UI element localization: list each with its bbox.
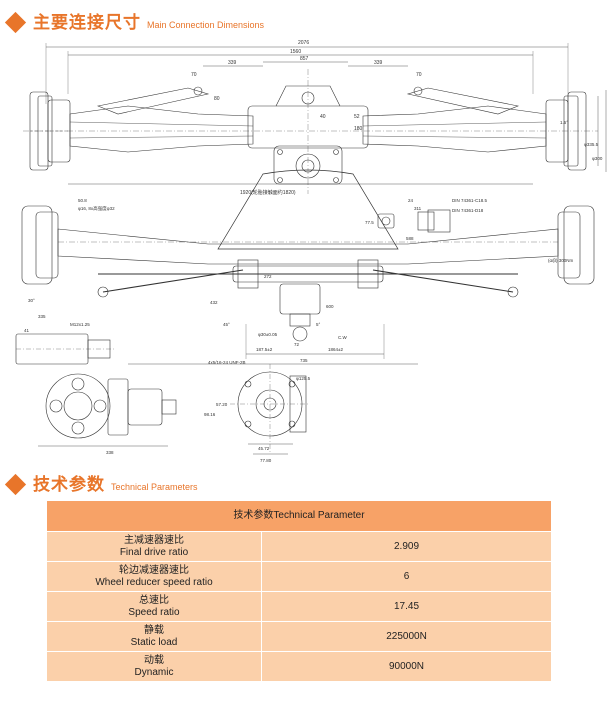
dim-338: 338 — [106, 450, 114, 455]
dim-4572: 45.72 — [258, 446, 270, 451]
input-flange-side-view: 335 M12x1.25 41 338 — [15, 314, 177, 455]
dim-5deg: 5° — [316, 322, 321, 327]
dim-7780: 77.80 — [260, 458, 272, 463]
din-1: DIN 74361-C18.5 — [452, 198, 488, 203]
dim-9816: 98.16 — [204, 412, 216, 417]
dim-72: 72 — [294, 342, 300, 347]
torque-note: (α/β) 300Nm — [548, 258, 573, 263]
dim-339-right: 339 — [374, 60, 383, 66]
dim-30deg: 30° — [28, 298, 35, 303]
param-value: 17.45 — [261, 591, 552, 622]
param-value: 2.909 — [261, 531, 552, 562]
table-header-row: 技术参数Technical Parameter — [46, 500, 552, 532]
companion-flange-view: 4x5/16-24 UNF-2B φ125.5 57.20 98.16 45.7… — [204, 360, 311, 463]
dim-40: 40 — [320, 114, 326, 120]
dim-45deg: 45° — [223, 322, 230, 327]
dim-angle-15: 1.5° — [560, 120, 568, 125]
dim-41: 41 — [24, 328, 30, 333]
diamond-bullet-icon — [4, 473, 27, 496]
dim-24: 24 — [408, 198, 414, 203]
dim-432: 432 — [210, 300, 218, 305]
axle-technical-drawing: 2076 1560 857 339 339 70 70 80 40 52 180… — [15, 40, 607, 463]
dim-508: 50.8 — [78, 198, 87, 203]
section-heading-parameters: 技术参数 Technical Parameters — [4, 470, 198, 496]
dim-70-left: 70 — [191, 72, 197, 78]
param-value: 90000N — [261, 651, 552, 682]
dim-735: 735 — [300, 358, 308, 363]
dim-dia-335: φ335.5 — [584, 142, 599, 147]
dim-70-right: 70 — [416, 72, 422, 78]
diamond-bullet-icon — [4, 11, 27, 34]
dim-shaft-dia: φ30±0.05 — [258, 332, 278, 337]
dim-272: 272 — [264, 274, 272, 279]
param-value: 225000N — [261, 621, 552, 652]
dim-180: 180 — [354, 126, 363, 132]
section-title-en: Main Connection Dimensions — [147, 20, 265, 30]
din-2: DIN 74361-D18 — [452, 208, 484, 213]
bolt-4x5: 4x5/16-24 UNF-2B — [208, 360, 246, 365]
dim-1864: 1864±2 — [328, 347, 343, 352]
section-title-en: Technical Parameters — [111, 482, 198, 492]
bolt-note: φ16, 8x高强度φ32 — [78, 205, 115, 212]
section-heading-dimensions: 主要连接尺寸 Main Connection Dimensions — [4, 8, 265, 34]
dim-52: 52 — [354, 114, 360, 120]
rotation-cw: C.W — [338, 335, 348, 340]
dim-track: 1560 — [290, 49, 301, 55]
dim-335: 335 — [38, 314, 46, 319]
dim-overall: 2076 — [298, 40, 309, 46]
table-header: 技术参数Technical Parameter — [46, 500, 552, 532]
dim-1875: 187.5±2 — [256, 347, 273, 352]
dim-600: 600 — [326, 304, 334, 309]
dim-339-left: 339 — [228, 60, 237, 66]
dim-588: 588 — [406, 236, 414, 241]
dim-77: 77.5 — [365, 220, 374, 225]
param-value: 6 — [261, 561, 552, 592]
dim-1255: φ125.5 — [296, 376, 311, 381]
dim-80: 80 — [214, 96, 220, 102]
dim-311: 311 — [414, 206, 422, 211]
flange-note: 1920(轮胎接触面约1820) — [240, 189, 296, 196]
section-title-zh: 技术参数 — [33, 475, 105, 495]
section-title-zh: 主要连接尺寸 — [33, 13, 141, 33]
axle-front-view: 24 311 77.5 588 DIN 74361-C18.5 DIN 7436… — [21, 169, 595, 365]
dim-5720: 57.20 — [216, 402, 228, 407]
thread-m12: M12x1.25 — [70, 322, 90, 327]
dim-857: 857 — [300, 56, 309, 62]
axle-top-view: 2076 1560 857 339 339 70 70 80 40 52 180… — [23, 40, 607, 196]
dim-dia-300: φ300 — [592, 156, 603, 161]
